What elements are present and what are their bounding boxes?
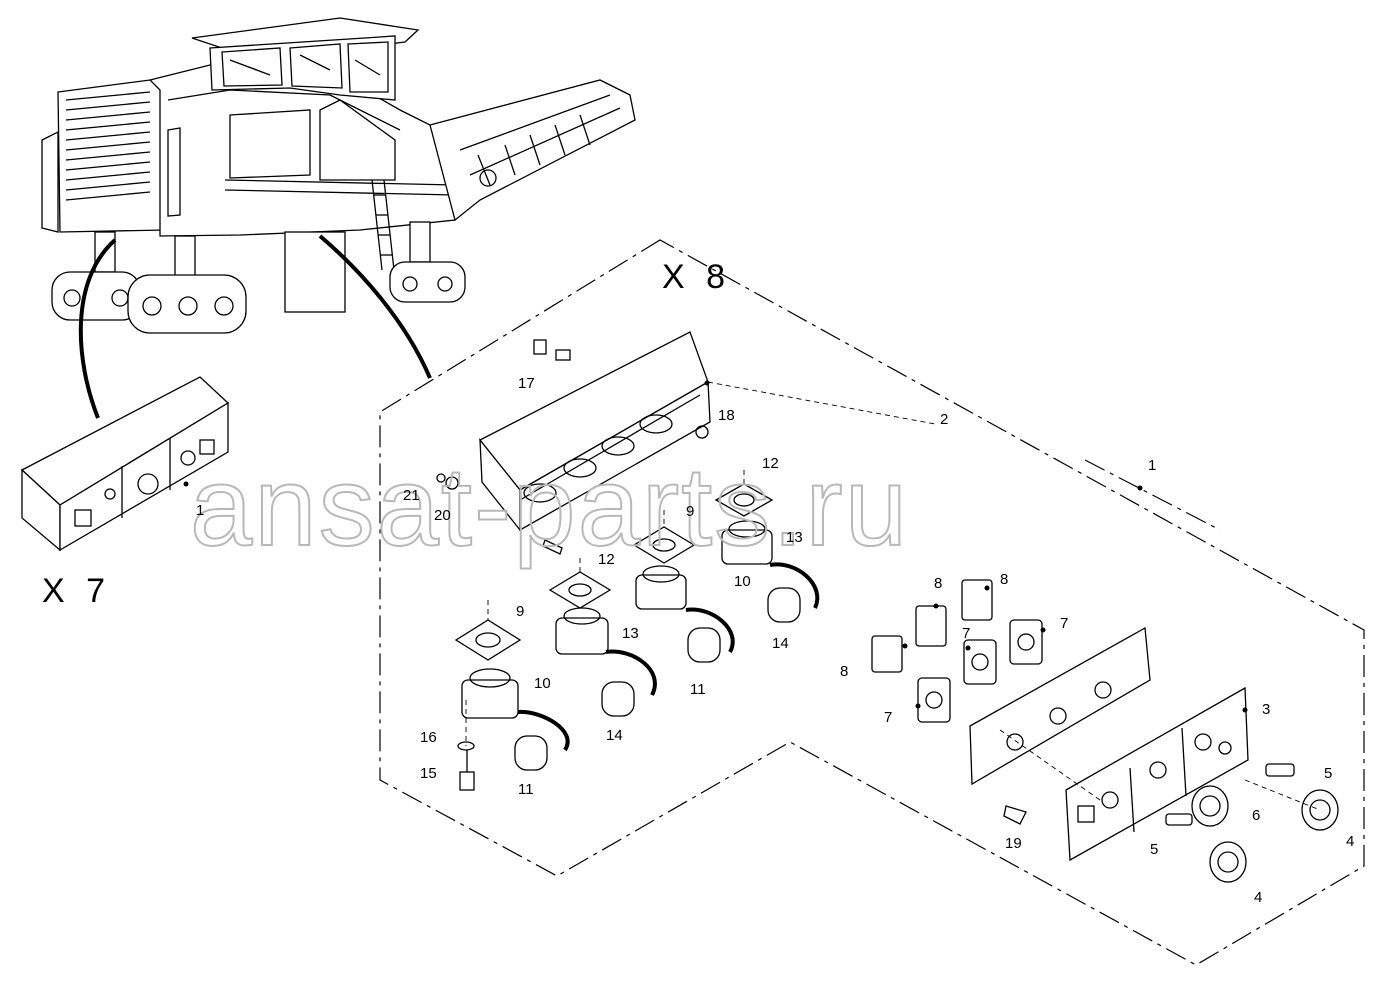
watermark-text: ansat-parts.ru <box>190 444 909 569</box>
callout-4b: 4 <box>1254 889 1262 906</box>
callout-8a: 8 <box>1000 571 1008 588</box>
callout-7c: 7 <box>884 709 892 726</box>
callout-21: 21 <box>403 487 420 504</box>
callout-2: 2 <box>940 411 948 428</box>
small-fasteners <box>436 339 709 555</box>
connector-sockets <box>461 520 773 719</box>
callout-7a: 7 <box>1060 615 1068 632</box>
callout-8c: 8 <box>840 663 848 680</box>
callout-4a: 4 <box>1346 833 1354 850</box>
switch-housing <box>478 331 711 532</box>
callout-10a: 10 <box>734 573 751 590</box>
callout-11b: 11 <box>518 781 534 798</box>
callout-12a: 12 <box>762 455 779 472</box>
callout-18: 18 <box>718 407 735 424</box>
view-label-x7: X 7 <box>42 572 111 610</box>
assembly-guide-lines <box>465 381 1321 811</box>
callout-1: 1 <box>1148 457 1156 474</box>
x7-control-panel <box>20 376 230 552</box>
callout-13a: 13 <box>786 529 803 546</box>
leader-dots <box>183 380 1248 713</box>
callout-12b: 12 <box>598 551 615 568</box>
callout-7b: 7 <box>962 625 970 642</box>
milling-machine-illustration <box>41 17 636 419</box>
callout-6: 6 <box>1252 807 1260 824</box>
callout-10b: 10 <box>534 675 551 692</box>
x8-view-boundary <box>379 239 1365 966</box>
callout-17: 17 <box>518 375 535 392</box>
callout-14a: 14 <box>772 635 789 652</box>
switch-elements <box>871 579 1043 723</box>
callout-11a: 11 <box>690 681 706 698</box>
callout-9a: 9 <box>686 503 694 520</box>
callout-x7-1: 1 <box>196 502 204 519</box>
callout-20: 20 <box>434 507 451 524</box>
callout-numbers: 1 1 2 3 4 4 5 5 6 7 7 7 8 8 8 9 9 10 10 … <box>196 375 1354 906</box>
protective-caps <box>514 562 820 771</box>
callout-5a: 5 <box>1324 765 1332 782</box>
front-panel <box>969 626 1249 862</box>
callout-16: 16 <box>420 729 437 746</box>
bolt-and-washer <box>457 741 475 791</box>
callout-14b: 14 <box>606 727 623 744</box>
push-buttons <box>1003 763 1339 883</box>
callout-15: 15 <box>420 765 437 782</box>
view-label-x8: X 8 <box>662 258 731 296</box>
callout-8b: 8 <box>934 575 942 592</box>
callout-3: 3 <box>1262 701 1270 718</box>
callout-13b: 13 <box>622 625 639 642</box>
callout-5b: 5 <box>1150 841 1158 858</box>
mounting-plates <box>454 483 774 661</box>
callout-9b: 9 <box>516 603 524 620</box>
panel-grouping-line <box>1084 459 1221 531</box>
callout-19: 19 <box>1005 835 1022 852</box>
